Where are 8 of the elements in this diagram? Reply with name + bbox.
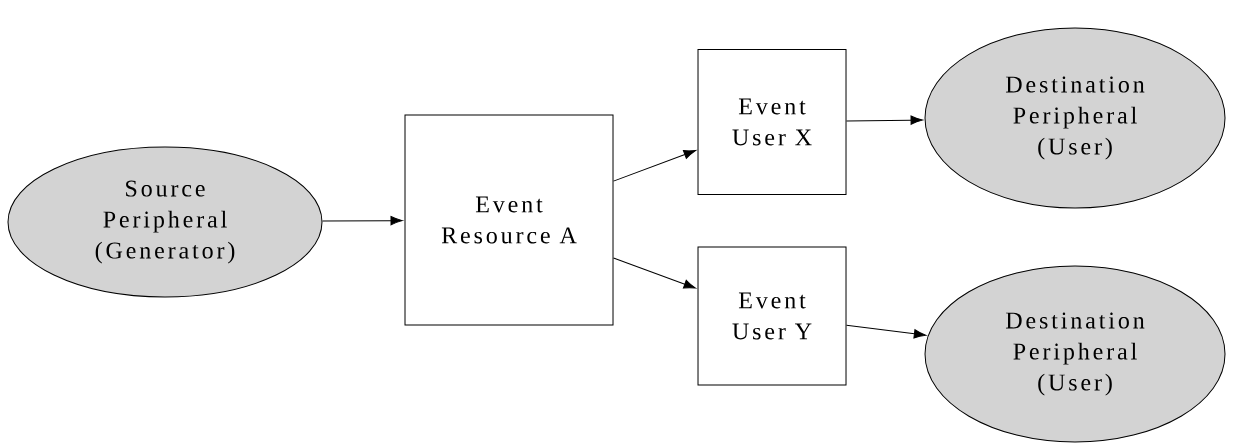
arrow	[613, 150, 696, 182]
arrow	[846, 115, 923, 125]
arrow	[322, 216, 403, 226]
arrow	[613, 257, 696, 289]
event-box: Event User X	[697, 49, 847, 195]
event-box: Event Resource A	[404, 114, 614, 326]
arrow	[846, 324, 927, 339]
event-box: Event User Y	[697, 246, 847, 386]
